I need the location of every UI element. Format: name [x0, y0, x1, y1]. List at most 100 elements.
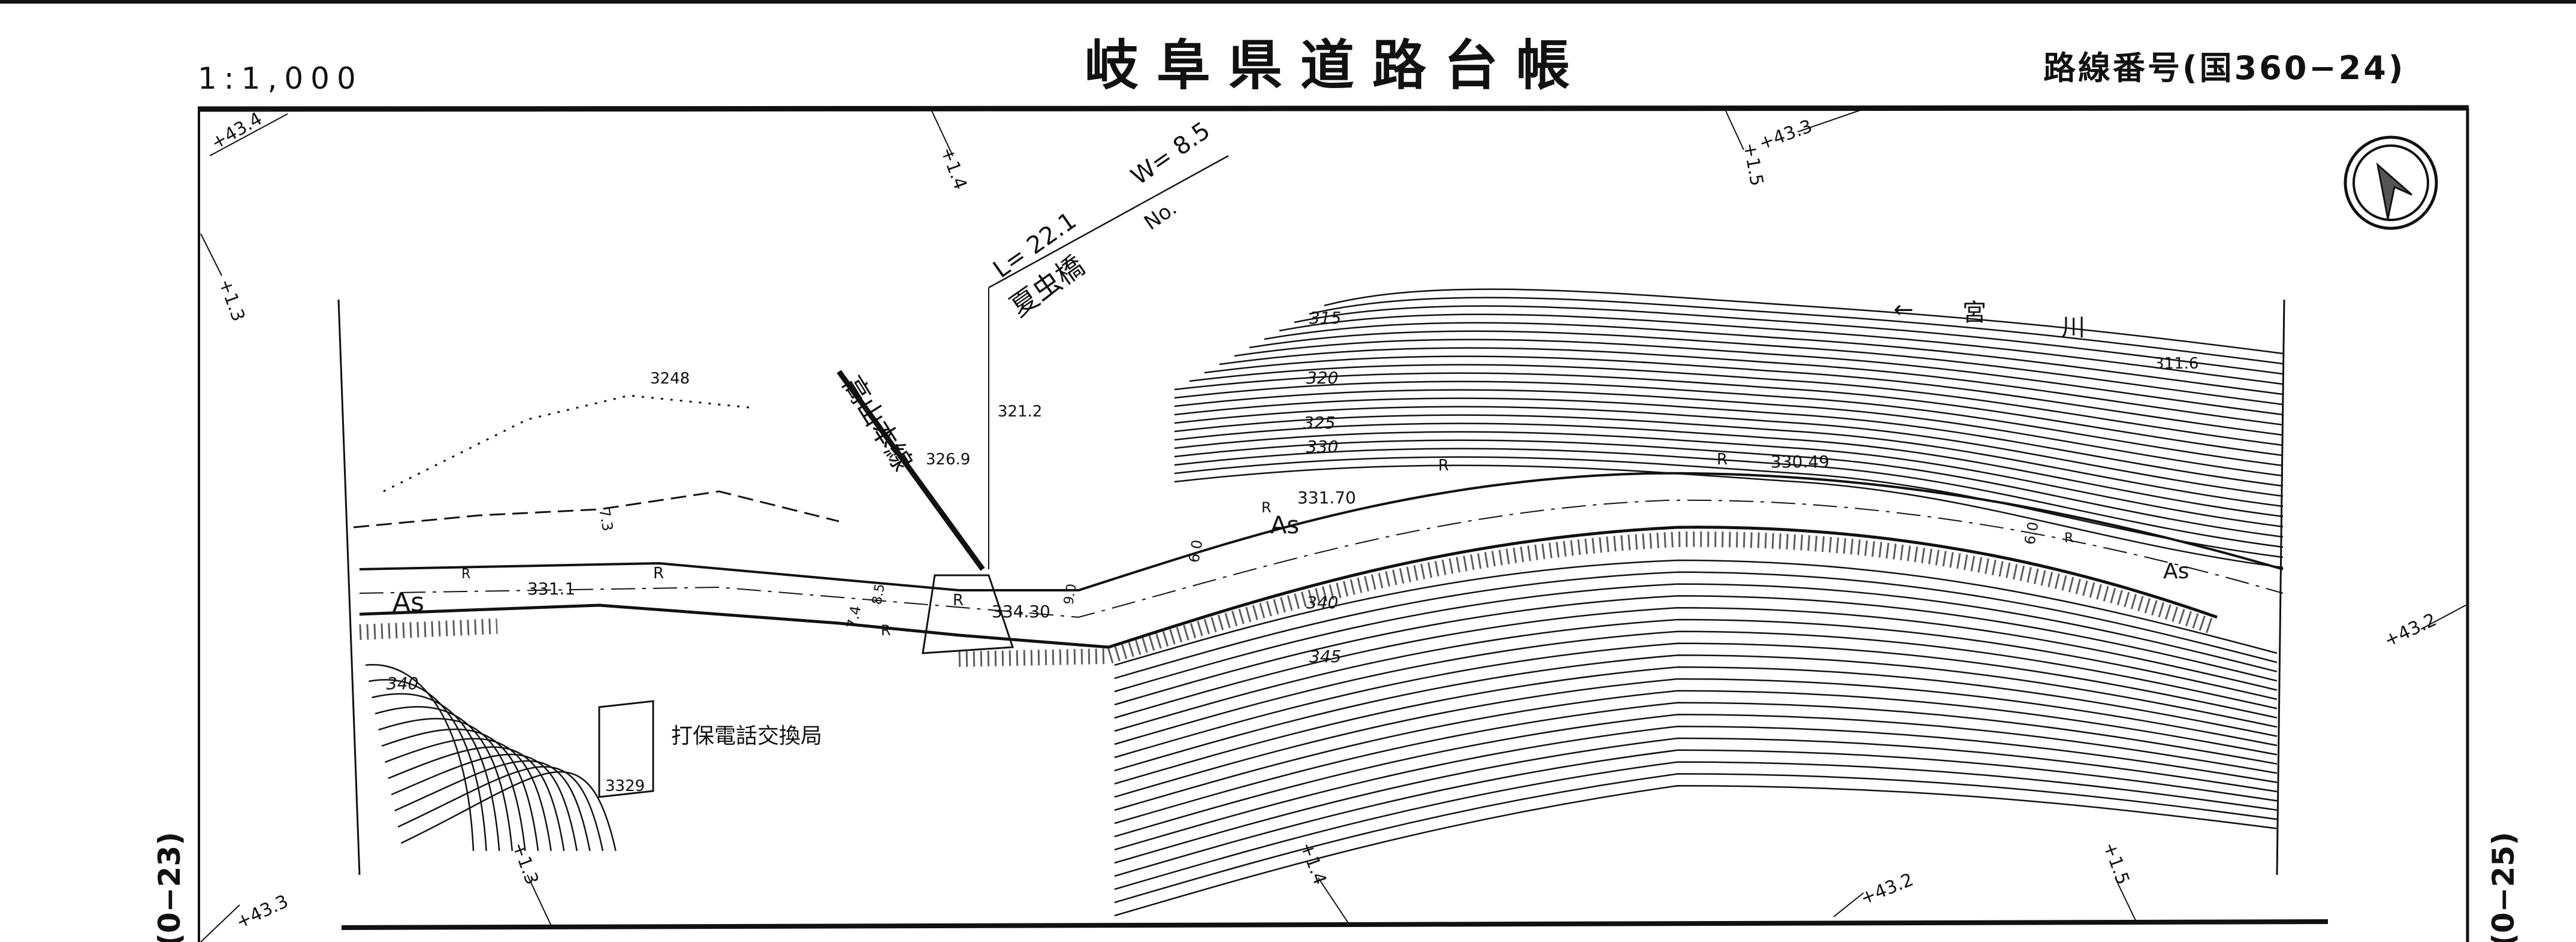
contour-line — [388, 746, 565, 852]
station-lines — [200, 108, 2466, 942]
map-right-edge — [2276, 299, 2285, 875]
contour-line — [1204, 355, 2284, 436]
contour-line — [1114, 606, 2278, 719]
station-bottom-4: +43.2 — [1858, 869, 1916, 910]
contour-line — [1174, 372, 2284, 457]
width-8-5: 8.5 — [869, 582, 888, 606]
road-mark-r3: R — [953, 591, 964, 609]
contour-line — [1249, 330, 2284, 406]
contour-line — [1114, 773, 2278, 904]
road-mark-r6: R — [1438, 457, 1449, 475]
contour-line — [391, 753, 578, 852]
contour-label-315: 315 — [1309, 308, 1341, 328]
contour-line — [1174, 456, 2284, 558]
elevation-3248: 3248 — [650, 370, 690, 388]
station-left: +1.3 — [214, 276, 249, 324]
contour-line — [1114, 595, 2278, 706]
road-mark-r5: R — [1261, 499, 1272, 516]
contour-line — [1234, 339, 2284, 416]
contour-line — [1114, 678, 2278, 798]
contour-line — [1264, 322, 2284, 395]
road-mark-r8: R — [2064, 531, 2073, 546]
station-bottom-1: +43.3 — [233, 891, 292, 934]
contour-line — [1294, 305, 2284, 375]
station-top-1: +43.4 — [208, 108, 266, 154]
elevation-331-1: 331.1 — [527, 579, 575, 599]
road-mark-r1: R — [461, 567, 470, 582]
station-top-2: +1.4 — [936, 144, 971, 192]
contour-line — [1174, 406, 2284, 497]
road-centerline — [359, 499, 2284, 618]
elevation-3329: 3329 — [605, 777, 645, 795]
width-9-0: 9.0 — [1061, 582, 1080, 606]
road-edge-south — [359, 526, 2218, 649]
contour-line — [1174, 389, 2284, 477]
road-mark-r7: R — [1717, 451, 1728, 469]
bridge-width: W= 8.5 — [1126, 117, 1215, 191]
route-number: 路線番号(国360−24) — [2043, 49, 2405, 87]
bridge-leader-diag — [988, 155, 1229, 289]
north-arrow-icon — [2344, 135, 2438, 230]
contour-line — [1114, 571, 2278, 680]
contour-line — [397, 766, 604, 852]
contour-line — [394, 760, 591, 852]
contour-line — [381, 728, 539, 852]
contour-line — [369, 679, 487, 852]
contour-line — [1174, 464, 2284, 569]
width-7-3: 7.3 — [596, 507, 616, 532]
contour-line — [1174, 381, 2284, 467]
contour-line — [1114, 654, 2278, 772]
national-road-360 — [353, 155, 2284, 798]
building-outline — [598, 700, 654, 798]
contour-label-345: 345 — [1309, 647, 1341, 666]
adjacent-sheet-right: (0−25) — [2486, 832, 2521, 942]
road-mark-r4: R — [881, 622, 891, 639]
contour-line — [384, 738, 552, 852]
river-name-2: 川 — [2061, 314, 2085, 342]
contour-label-320: 320 — [1306, 368, 1338, 388]
road-mark-r2: R — [653, 564, 664, 582]
contour-line — [378, 718, 526, 852]
width-6-0-a: 6.0 — [1185, 539, 1206, 564]
contour-line — [1174, 439, 2284, 538]
contour-line — [1114, 690, 2278, 811]
contour-line — [1114, 784, 2278, 917]
contour-line — [1114, 749, 2278, 877]
map-bottom-line — [341, 919, 2329, 930]
contour-line — [375, 706, 514, 852]
contour-line — [1114, 642, 2278, 759]
elevation-330-49: 330.49 — [1771, 452, 1829, 472]
contour-line — [365, 664, 475, 852]
contour-line — [1114, 666, 2278, 785]
contour-line — [1174, 431, 2284, 528]
railway-line — [836, 370, 985, 571]
road-edge-north — [359, 472, 2284, 591]
contour-line — [1114, 737, 2278, 864]
surface-as-2: As — [1270, 512, 1299, 539]
elevation-326-9: 326.9 — [926, 451, 970, 469]
contour-line — [1279, 313, 2284, 385]
retaining-wall-left — [359, 618, 498, 640]
contour-label-330: 330 — [1306, 437, 1338, 457]
width-7-4: 7.4 — [844, 605, 864, 630]
elevation-311-6: 311.6 — [2154, 355, 2198, 373]
contour-line — [1114, 559, 2278, 666]
width-6-0-b: 6.0 — [2021, 521, 2042, 546]
contour-line — [1114, 630, 2278, 745]
map-annotations: L= 22.1 W= 8.5 No. 夏虫橋 高山本線 ← 宮 川 打保電話交換… — [386, 117, 2198, 795]
contour-line — [1174, 448, 2284, 548]
facility-label: 打保電話交換局 — [671, 724, 822, 748]
elevation-321-2: 321.2 — [998, 403, 1042, 421]
contour-label-340-left: 340 — [386, 674, 418, 693]
bridge-outline — [922, 574, 1014, 654]
railway-label: 高山本線 — [836, 371, 919, 476]
contour-line — [1174, 397, 2284, 487]
contour-line — [1114, 583, 2278, 693]
elevation-334-30: 334.30 — [992, 602, 1050, 621]
contour-line — [1174, 414, 2284, 508]
contour-lines — [365, 288, 2284, 917]
contour-line — [1114, 618, 2278, 732]
elevation-331-70: 331.70 — [1297, 488, 1356, 508]
station-top-4: +43.3 — [1756, 116, 1815, 154]
